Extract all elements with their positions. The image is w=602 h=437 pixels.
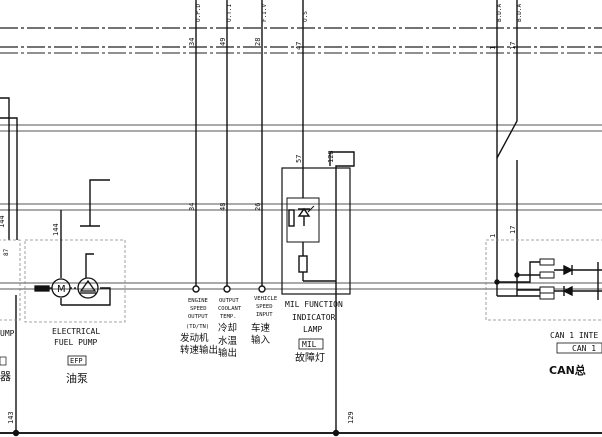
- engine-speed-line-2: SPEED: [190, 306, 207, 312]
- vehicle-speed-line-2: SPEED: [256, 304, 273, 310]
- wire-left-1: [0, 97, 10, 240]
- mil-lamp-circuit: [281, 0, 355, 437]
- mil-line-2: INDICATOR: [292, 313, 336, 322]
- vehicle-speed-line-3: INPUT: [256, 312, 273, 318]
- engine-speed-cn-2: 转速输出: [180, 344, 218, 356]
- coolant-cn-1: 冷却: [218, 322, 237, 334]
- pump-ground-wire: [89, 179, 110, 226]
- pump-inlet: [34, 285, 50, 292]
- engine-speed-cn-1: 发动机: [180, 332, 209, 344]
- wire-number-17-can: 17: [509, 226, 517, 234]
- fuel-pump-pump-icon: [77, 277, 99, 299]
- wire-left-2: [0, 117, 18, 240]
- coolant-line-2: COOLANT: [218, 306, 242, 312]
- wire-number-129: 129: [347, 411, 355, 424]
- fuel-pump-box: [24, 239, 126, 323]
- wire-number-143: 143: [7, 411, 15, 424]
- top-label-17: B.D.A: [516, 4, 523, 22]
- mil-resistor-1: [288, 209, 295, 227]
- fuel-pump-circuit: [24, 179, 126, 323]
- wire-number-34-top: 34: [188, 38, 196, 46]
- can-box: [485, 239, 602, 321]
- mil-cn: 故障灯: [295, 351, 325, 364]
- coolant-cn-2: 水温: [218, 335, 238, 347]
- top-label-28: F.I.V: [261, 4, 268, 22]
- wire-number-34-mid: 34: [188, 203, 196, 211]
- pump-triangle: [79, 279, 97, 292]
- fuel-pump-badge: EFP: [70, 357, 83, 365]
- wire-number-26-mid: 26: [254, 203, 262, 211]
- wire-number-144-left: 144: [0, 215, 6, 228]
- signal-wires: [192, 0, 266, 293]
- wire-number-144-pump: 144: [52, 223, 60, 236]
- mil-badge: MIL: [302, 340, 317, 349]
- can-resistor-1: [539, 258, 555, 266]
- wire-128-129: [329, 151, 355, 433]
- terminal-engine-speed: [192, 285, 200, 293]
- terminal-vehicle-speed: [258, 285, 266, 293]
- can-badge: CAN 1: [572, 344, 596, 353]
- vehicle-speed-line-1: VEHICLE: [254, 296, 277, 302]
- left-edge-badge: [0, 356, 7, 366]
- svg-text:M: M: [57, 284, 66, 295]
- top-label-49: O.T.I: [226, 4, 233, 22]
- wire-number-17-top: 17: [509, 42, 517, 50]
- mil-badge-box: [298, 338, 324, 350]
- ground-node-left: [12, 429, 20, 437]
- left-box: [0, 239, 21, 321]
- top-label-34: O.P.D: [195, 4, 202, 22]
- can-cn: CAN总: [549, 363, 586, 377]
- terminal-coolant-temp: [223, 285, 231, 293]
- wire-number-1-top: 1: [489, 46, 497, 50]
- wire-number-49-top: 49: [219, 38, 227, 46]
- pump-link-wire: [85, 253, 94, 278]
- fuel-pump-badge-box: [67, 355, 87, 366]
- pump-return-wire: [61, 287, 111, 306]
- wire-number-57: 57: [295, 155, 303, 163]
- engine-speed-line-3: OUTPUT: [188, 314, 209, 320]
- top-label-1: B.D.A: [496, 4, 503, 22]
- mil-resistor-2: [298, 255, 308, 273]
- engine-speed-line-4: (TD/TN): [186, 324, 209, 330]
- left-edge-cn: 器: [0, 370, 11, 383]
- coolant-cn-3: 输出: [218, 347, 237, 359]
- mil-line-1: MIL FUNCTION: [285, 300, 343, 309]
- left-edge-label: UMP: [0, 329, 15, 338]
- fuel-pump-cn: 油泵: [66, 371, 88, 385]
- can-resistor-4: [539, 292, 555, 300]
- can-resistor-3: [539, 286, 555, 294]
- mil-line-3: LAMP: [303, 325, 322, 334]
- coolant-line-1: OUTPUT: [219, 298, 240, 304]
- wire-number-48-mid: 48: [219, 203, 227, 211]
- fuel-pump-line-2: FUEL PUMP: [54, 338, 98, 347]
- fuel-pump-motor-icon: M: [34, 278, 78, 298]
- wire-number-128: 128: [327, 150, 335, 163]
- engine-speed-line-1: ENGINE: [188, 298, 208, 304]
- can-diode-1: [563, 264, 574, 276]
- can-interface-circuit: [485, 0, 602, 321]
- can-resistor-2: [539, 271, 555, 279]
- wire-number-1-can: 1: [489, 234, 497, 238]
- mil-box: [281, 167, 351, 295]
- horizontal-bus-lines: [0, 27, 602, 434]
- vehicle-speed-cn-1: 车速: [251, 322, 271, 334]
- wire-number-47-top: 47: [295, 42, 303, 50]
- wire-17-upper: [496, 0, 518, 159]
- can-diode-2: [562, 285, 573, 297]
- left-edge-circuit: [0, 97, 21, 437]
- fuel-pump-line-1: ELECTRICAL: [52, 327, 100, 336]
- wire-number-28-top: 28: [254, 38, 262, 46]
- vehicle-speed-cn-2: 输入: [251, 334, 271, 346]
- ground-node-mil: [332, 429, 340, 437]
- can-badge-box: [556, 342, 602, 354]
- can-title: CAN 1 INTE: [550, 331, 598, 340]
- pump-circle: [77, 277, 99, 299]
- top-label-47: O.S: [302, 11, 309, 22]
- wire-number-partial: 87: [3, 248, 10, 256]
- coolant-line-3: TEMP.: [220, 314, 237, 320]
